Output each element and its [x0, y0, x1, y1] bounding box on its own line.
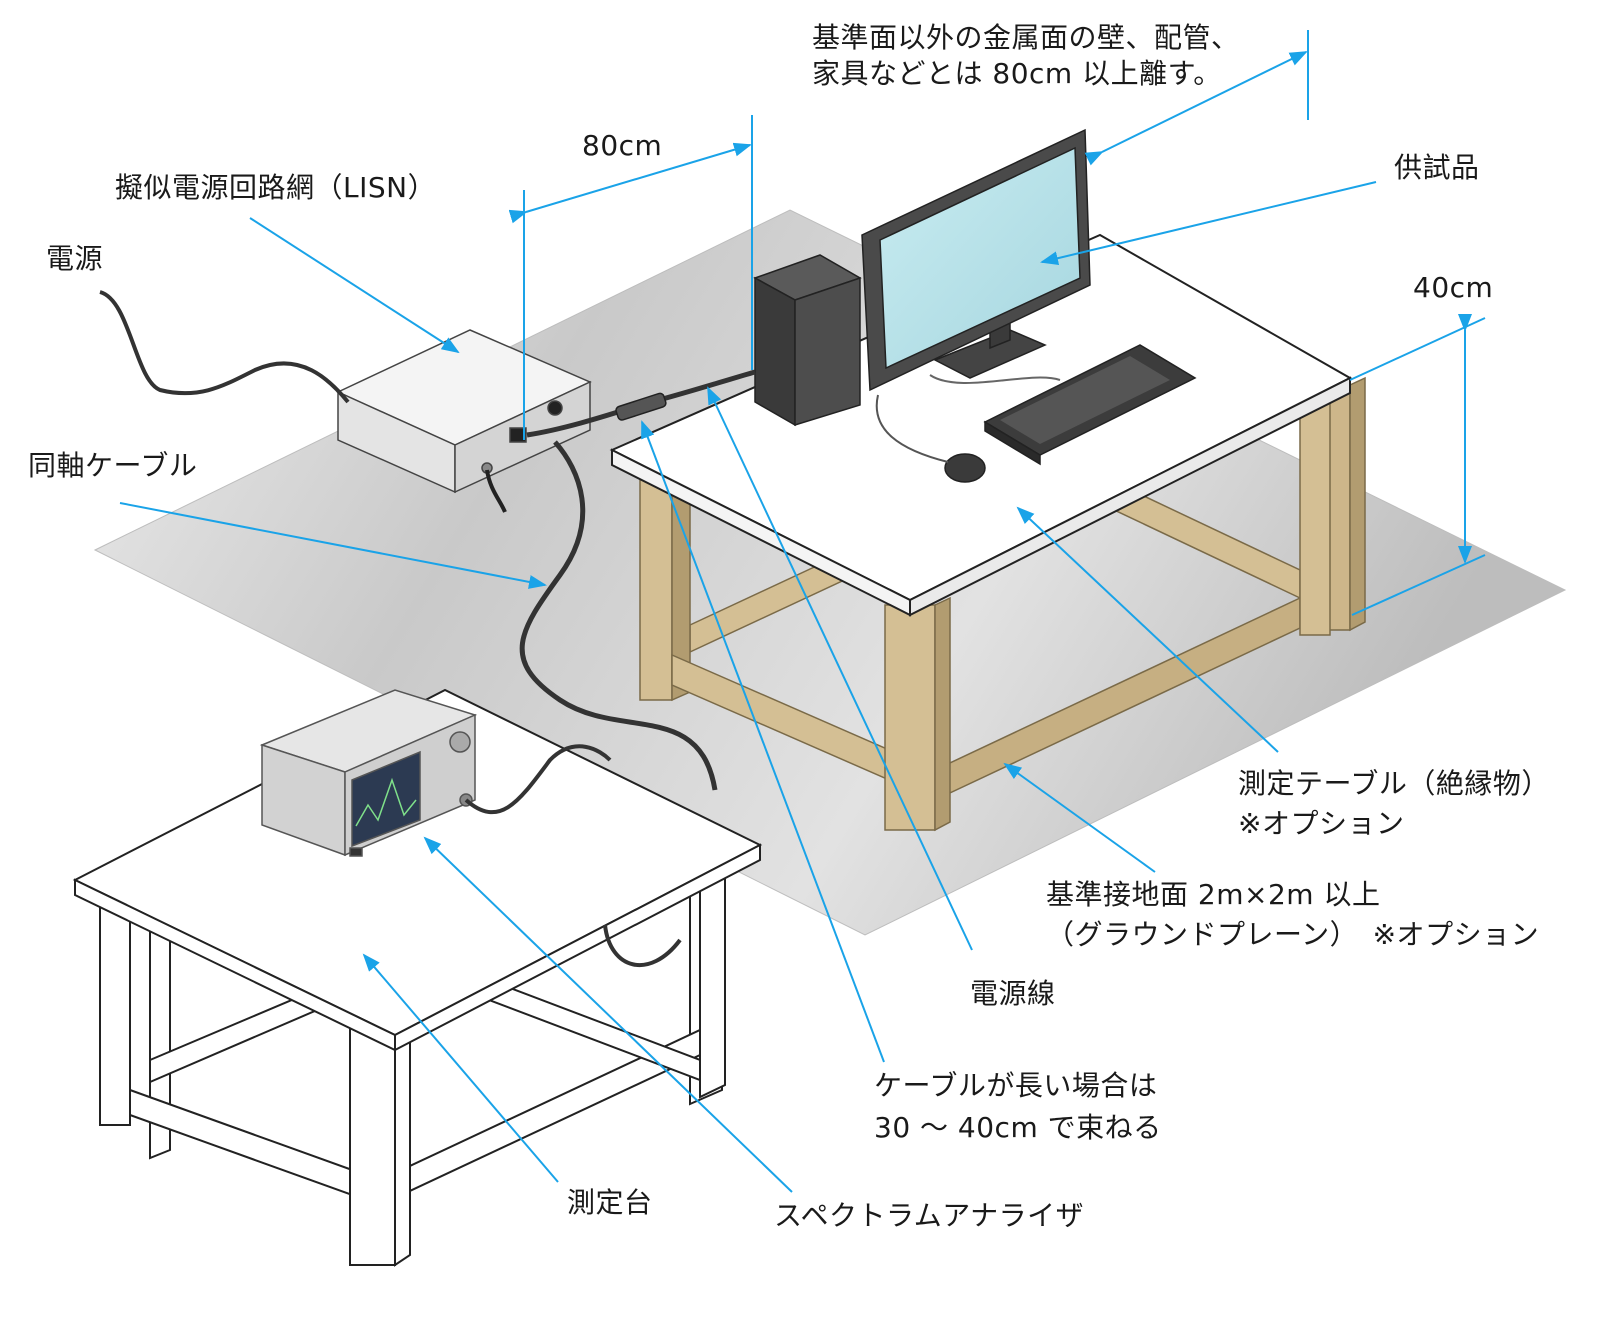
- table-loop-cable: [603, 924, 682, 968]
- leader-measurement-table: [1016, 506, 1279, 753]
- cables: [99, 290, 1061, 968]
- spectrum-coax-cable: [464, 744, 612, 815]
- metal-surface-note-line2: 家具などとは 80cm 以上離す。: [812, 57, 1222, 90]
- leader-measurement-stand: [362, 953, 559, 1183]
- leader-spectrum-analyzer: [423, 836, 793, 1193]
- dim-80cm-line: [508, 142, 752, 224]
- lisn-label: 擬似電源回路網（LISN）: [115, 171, 437, 204]
- distance-80cm-label: 80cm: [582, 129, 663, 162]
- coax-cable-path: [519, 440, 718, 791]
- leader-long-cable: [641, 420, 885, 1063]
- long-cable-label-line2: 30 ～ 40cm で束ねる: [874, 1111, 1162, 1144]
- leader-lines: [119, 181, 1377, 1193]
- measurement-table-label-line1: 測定テーブル（絶縁物）: [1238, 767, 1550, 800]
- cable-bundle: [615, 392, 667, 421]
- ground-plane-label-line2: （グラウンドプレーン） ※オプション: [1046, 918, 1540, 951]
- dim-metal-line: [1084, 51, 1308, 166]
- height-40cm-label: 40cm: [1413, 271, 1494, 304]
- lisn-ground-cable: [485, 469, 507, 513]
- leader-power-line: [707, 386, 973, 951]
- dimension-lines: [508, 30, 1486, 616]
- power-source-cable: [99, 290, 350, 404]
- monitor: [861, 128, 1091, 392]
- long-cable-label-line1: ケーブルが長い場合は: [874, 1069, 1158, 1102]
- keyboard-cable: [929, 374, 1061, 384]
- measurement-table: [609, 233, 1366, 832]
- metal-surface-note-line1: 基準面以外の金属面の壁、配管、: [812, 21, 1240, 54]
- pc-tower: [753, 254, 862, 427]
- leader-eut: [1040, 181, 1377, 266]
- spectrum-analyzer-label: スペクトラムアナライザ: [774, 1199, 1085, 1232]
- mouse: [944, 453, 986, 483]
- coax-cable-label: 同軸ケーブル: [28, 449, 198, 482]
- mouse-cable: [875, 394, 949, 463]
- measurement-stand-label: 測定台: [567, 1186, 653, 1219]
- power-line-label: 電源線: [970, 977, 1056, 1010]
- leader-lisn: [249, 217, 460, 354]
- power-source-label: 電源: [46, 242, 104, 275]
- leader-ground-plane: [1003, 762, 1156, 873]
- eut-label: 供試品: [1394, 151, 1480, 184]
- measurement-table-label-line2: ※オプション: [1238, 807, 1405, 840]
- measurement-stand: [72, 688, 763, 1267]
- leader-coax: [119, 502, 547, 589]
- keyboard: [983, 344, 1197, 466]
- spectrum-analyzer: [259, 689, 478, 857]
- ground-plane-label-line1: 基準接地面 2m×2m 以上: [1046, 878, 1381, 911]
- lisn-box: [336, 329, 592, 494]
